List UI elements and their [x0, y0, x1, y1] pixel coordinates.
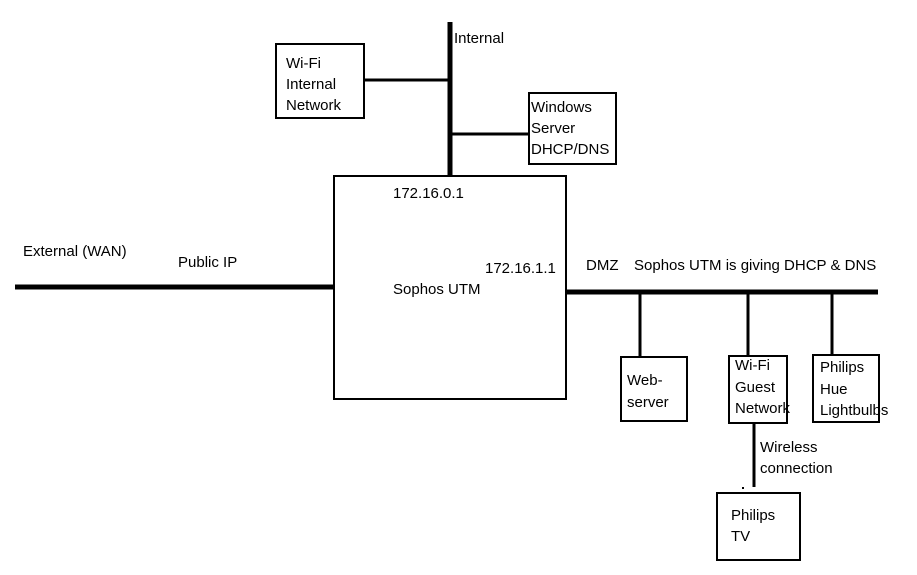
wifi-guest-line2: Guest: [735, 379, 776, 396]
wifi-internal-box: [275, 43, 365, 119]
wireless-line2: connection: [760, 460, 833, 477]
wifi-guest-line1: Wi-Fi: [735, 357, 770, 374]
public-ip-label: Public IP: [178, 254, 238, 271]
firewall-internal-ip: 172.16.0.1: [393, 185, 464, 202]
dmz-label: DMZ: [586, 257, 619, 274]
stray-dot: [742, 487, 744, 489]
philips-hue-line1: Philips: [820, 359, 865, 376]
webserver-line1: Web-: [627, 372, 663, 389]
windows-server-line2: Server: [531, 120, 576, 137]
wifi-internal-line2: Internal: [286, 76, 337, 93]
firewall-dmz-ip: 172.16.1.1: [485, 260, 556, 277]
windows-server-line3: DHCP/DNS: [531, 141, 610, 158]
wifi-internal-line3: Network: [286, 97, 342, 114]
windows-server-line1: Windows: [531, 99, 592, 116]
dmz-note-label: Sophos UTM is giving DHCP & DNS: [634, 257, 877, 274]
philips-hue-line3: Lightbulbs: [820, 402, 889, 419]
philips-tv-line2: TV: [731, 528, 751, 545]
webserver-box: [620, 356, 688, 422]
webserver-line2: server: [627, 394, 669, 411]
wireless-line1: Wireless: [760, 439, 818, 456]
internal-label: Internal: [454, 30, 505, 47]
sophos-utm-box: [333, 175, 567, 400]
wifi-guest-box: [728, 355, 788, 424]
wifi-internal-line1: Wi-Fi: [286, 55, 321, 72]
windows-server-box: [528, 92, 617, 165]
philips-tv-box: [716, 492, 801, 561]
firewall-name: Sophos UTM: [393, 281, 481, 298]
philips-tv-line1: Philips: [731, 507, 776, 524]
philips-hue-box: [812, 354, 880, 423]
external-label: External (WAN): [23, 243, 127, 260]
wifi-guest-line3: Network: [735, 400, 791, 417]
philips-hue-line2: Hue: [820, 381, 848, 398]
